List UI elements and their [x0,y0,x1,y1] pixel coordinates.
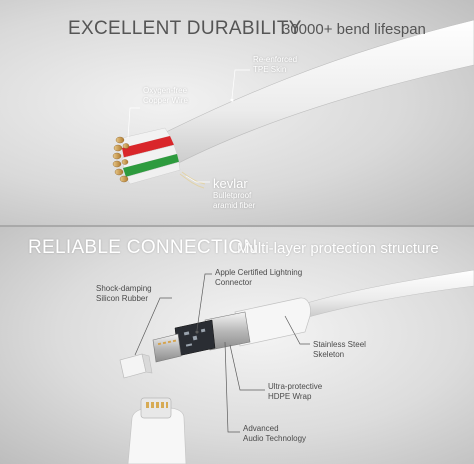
lightning-tip [127,397,187,464]
kevlar-line1: Bulletproof [213,191,252,200]
steel-skeleton-label: Stainless Steel Skeleton [313,340,366,360]
kevlar-line2: aramid fiber [213,201,256,210]
copper-wire-label: Oxygen-free Copper Wire [143,86,188,106]
copper-wire-line1: Oxygen-free [143,86,188,95]
panel-divider [0,225,474,227]
durability-subtitle: 30000+ bend lifespan [282,21,426,38]
lightning-connector-line1: Apple Certified Lightning [215,268,303,277]
tpe-skin-label: Re-enforced TPE Skin [253,55,297,75]
steel-skeleton-line2: Skeleton [313,350,345,359]
silicon-rubber-label: Shock-damping Silicon Rubber [96,284,152,304]
steel-skeleton-line1: Stainless Steel [313,340,366,349]
kevlar-title: kevlar [213,176,248,191]
lightning-connector-label: Apple Certified Lightning Connector [215,268,302,288]
kevlar-label: Bulletproof aramid fiber [213,191,255,211]
audio-tech-line1: Advanced [243,424,279,433]
tpe-skin-line2: TPE Skin [253,65,287,74]
audio-tech-label: Advanced Audio Technology [243,424,306,444]
lightning-connector-line2: Connector [215,278,252,287]
hdpe-wrap-label: Ultra-protective HDPE Wrap [268,382,322,402]
connection-panel [0,226,474,464]
cable-cross-section [112,19,474,189]
hdpe-wrap-line2: HDPE Wrap [268,392,312,401]
durability-title: EXCELLENT DURABILITY [68,18,302,39]
hdpe-wrap-line1: Ultra-protective [268,382,323,391]
tpe-skin-line1: Re-enforced [253,55,298,64]
silicon-rubber-line1: Shock-damping [96,284,152,293]
top-leader-lines [127,69,250,183]
audio-tech-line2: Audio Technology [243,434,307,443]
copper-wire-line2: Copper Wire [143,96,188,105]
connection-subtitle: Multi-layer protection structure [237,240,439,257]
connection-title: RELIABLE CONNECTION [28,237,258,258]
bottom-leader-lines [134,273,310,433]
lightning-cable-exploded [119,269,474,379]
silicon-rubber-line2: Silicon Rubber [96,294,149,303]
